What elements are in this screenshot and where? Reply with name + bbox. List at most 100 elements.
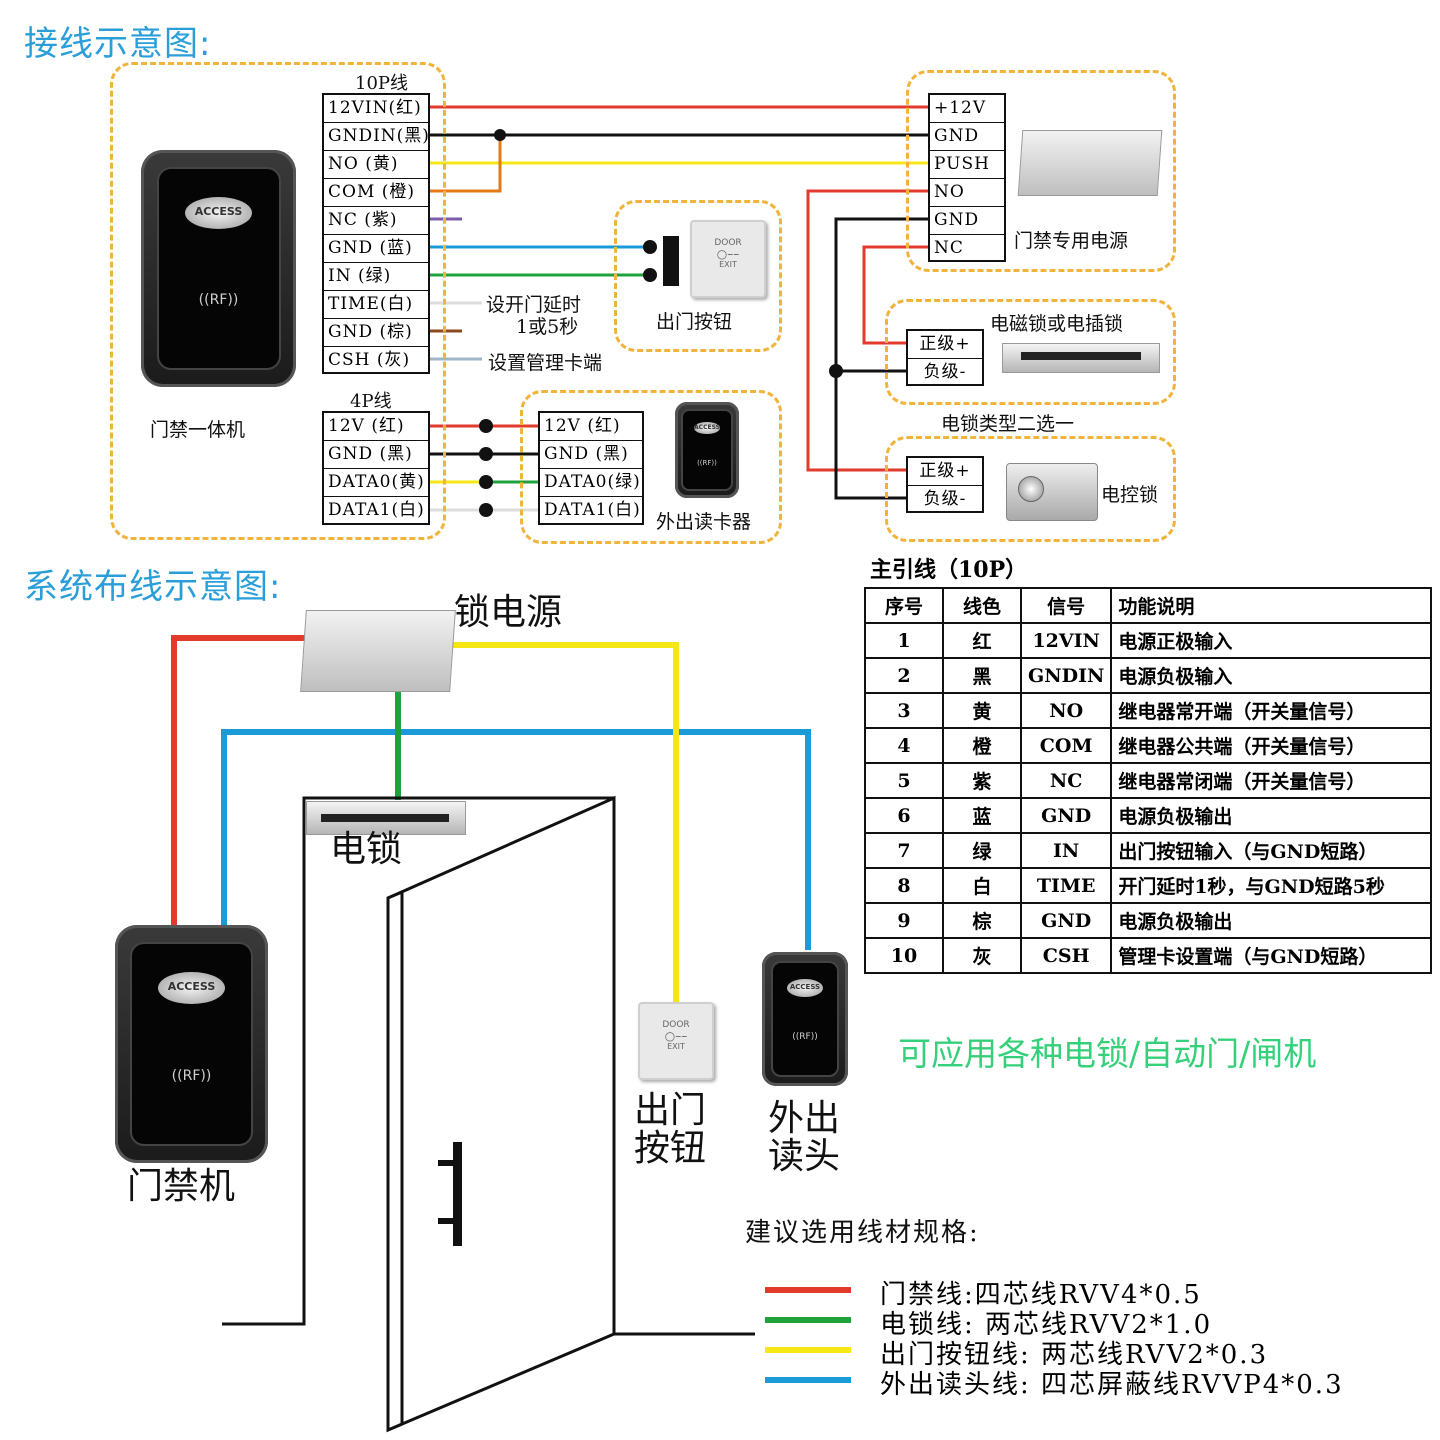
elec-lock-group xyxy=(885,436,1176,542)
wiring-title: 接线示意图: xyxy=(24,24,212,64)
reader-face: ACCESS ((RF)) xyxy=(770,961,840,1077)
table-cell: 继电器公共端（开关量信号） xyxy=(1110,727,1432,764)
maglock-group xyxy=(885,299,1176,405)
pin4-block: 12V (红) GND (黑) DATA0(黄) DATA1(白) xyxy=(322,411,430,525)
power-supply-device xyxy=(1017,130,1163,196)
rf-icon: ((RF)) xyxy=(697,459,717,468)
door-text: DOOR xyxy=(714,238,742,248)
pin10-item: COM (橙) xyxy=(324,179,428,207)
table-cell: 12VIN xyxy=(1019,622,1113,659)
button-contact xyxy=(643,268,657,282)
door-text: DOOR xyxy=(662,1020,690,1030)
rf-icon: ((RF)) xyxy=(171,1068,212,1085)
junction-dot xyxy=(829,364,843,378)
table-cell: NO xyxy=(1019,692,1113,729)
table-cell: 3 xyxy=(864,692,944,729)
elec-lock-pin-block: 正级+ 负级- xyxy=(906,456,984,513)
time-note-2: 1或5秒 xyxy=(516,316,579,338)
reader-pin-block: 12V (红) GND (黑) DATA0(绿) DATA1(白) xyxy=(538,411,644,525)
junction-dot xyxy=(479,475,493,489)
legend-title: 建议选用线材规格: xyxy=(745,1218,980,1248)
legend-swatch-green xyxy=(765,1317,851,1323)
exit-button-label: 出门按钮 xyxy=(656,311,733,333)
table-cell: 黄 xyxy=(942,692,1022,729)
maglock-slot xyxy=(1021,352,1141,360)
applications-note: 可应用各种电锁/自动门/闸机 xyxy=(898,1034,1317,1073)
pin4-item: GND (黑) xyxy=(324,441,428,469)
system-psu-device xyxy=(300,610,456,692)
maglock-slot xyxy=(321,814,449,822)
table-cell: 灰 xyxy=(942,937,1022,974)
system-reader-label-2: 读头 xyxy=(768,1136,841,1177)
table-cell: 1 xyxy=(864,622,944,659)
lock-pin-item: 正级+ xyxy=(908,458,982,486)
wire-com xyxy=(430,135,502,193)
pin10-item: CSH (灰) xyxy=(328,350,411,370)
pin10-item: NC (紫) xyxy=(324,207,428,235)
psu-pin-item: NC xyxy=(934,238,964,258)
system-out-reader: ACCESS ((RF)) xyxy=(762,952,848,1086)
table-cell: 电源负极输入 xyxy=(1110,657,1432,694)
table-cell: 电源正极输入 xyxy=(1110,622,1432,659)
key-icon: ○–– xyxy=(664,1029,688,1043)
table-header-row: 序号 线色 信号 功能说明 xyxy=(864,587,1432,624)
reader-face: ACCESS ((RF)) xyxy=(156,166,281,371)
reader-pin-item: DATA0(绿) xyxy=(540,469,642,497)
system-psu-label: 锁电源 xyxy=(454,592,563,633)
access-logo: ACCESS xyxy=(158,971,225,1004)
table-cell: 紫 xyxy=(942,762,1022,799)
door-edge xyxy=(386,889,404,1433)
psu-pin-item: GND xyxy=(930,123,1004,151)
table-cell: 开门延时1秒，与GND短路5秒 xyxy=(1110,867,1432,904)
rf-icon: ((RF)) xyxy=(198,292,239,309)
table-cell: 出门按钮输入（与GND短路） xyxy=(1110,832,1432,869)
time-note: 设开门延时 xyxy=(486,294,582,316)
pin10-block: 12VIN(红) GNDIN(黑) NO (黄) COM (橙) NC (紫) … xyxy=(322,93,430,374)
controller-device: ACCESS ((RF)) xyxy=(141,150,296,387)
table-cell: 电源负极输出 xyxy=(1110,797,1432,834)
table-cell: 黑 xyxy=(942,657,1022,694)
controller-group xyxy=(110,62,446,540)
pin10-item: GNDIN(黑) xyxy=(324,123,428,151)
system-exit-label-1: 出门 xyxy=(634,1090,707,1131)
table-cell: 绿 xyxy=(942,832,1022,869)
reader-group xyxy=(520,390,782,544)
legend-swatch-red xyxy=(765,1287,851,1293)
table-cell: 5 xyxy=(864,762,944,799)
junction-dot xyxy=(479,447,493,461)
legend-swatch-yellow xyxy=(765,1347,851,1353)
exit-button-group xyxy=(614,200,782,352)
table-header: 功能说明 xyxy=(1110,587,1432,624)
table-cell: 4 xyxy=(864,727,944,764)
reader-face: ACCESS ((RF)) xyxy=(681,408,733,492)
table-cell: NC xyxy=(1019,762,1113,799)
pin10-header: 10P线 xyxy=(355,73,409,94)
reader-pin-item: GND (黑) xyxy=(540,441,642,469)
junction-dot xyxy=(479,419,493,433)
psu-pin-item: PUSH xyxy=(930,151,1004,179)
pin10-item: GND (蓝) xyxy=(324,235,428,263)
legend-text: 外出读头线: 四芯屏蔽线RVVP4*0.3 xyxy=(880,1370,1344,1400)
lock-pin-item: 负级- xyxy=(923,362,967,382)
table-cell: 电源负极输出 xyxy=(1110,902,1432,939)
pin4-header: 4P线 xyxy=(350,391,392,412)
psu-group xyxy=(906,70,1176,272)
rf-icon: ((RF)) xyxy=(792,1032,818,1043)
table-cell: 橙 xyxy=(942,727,1022,764)
wire-psu-no xyxy=(806,189,928,472)
table-cell: GND xyxy=(1019,902,1113,939)
pin10-item: 12VIN(红) xyxy=(324,95,428,123)
table-cell: 红 xyxy=(942,622,1022,659)
lock-pin-item: 负级- xyxy=(923,489,967,509)
exit-text: EXIT xyxy=(667,1042,685,1051)
